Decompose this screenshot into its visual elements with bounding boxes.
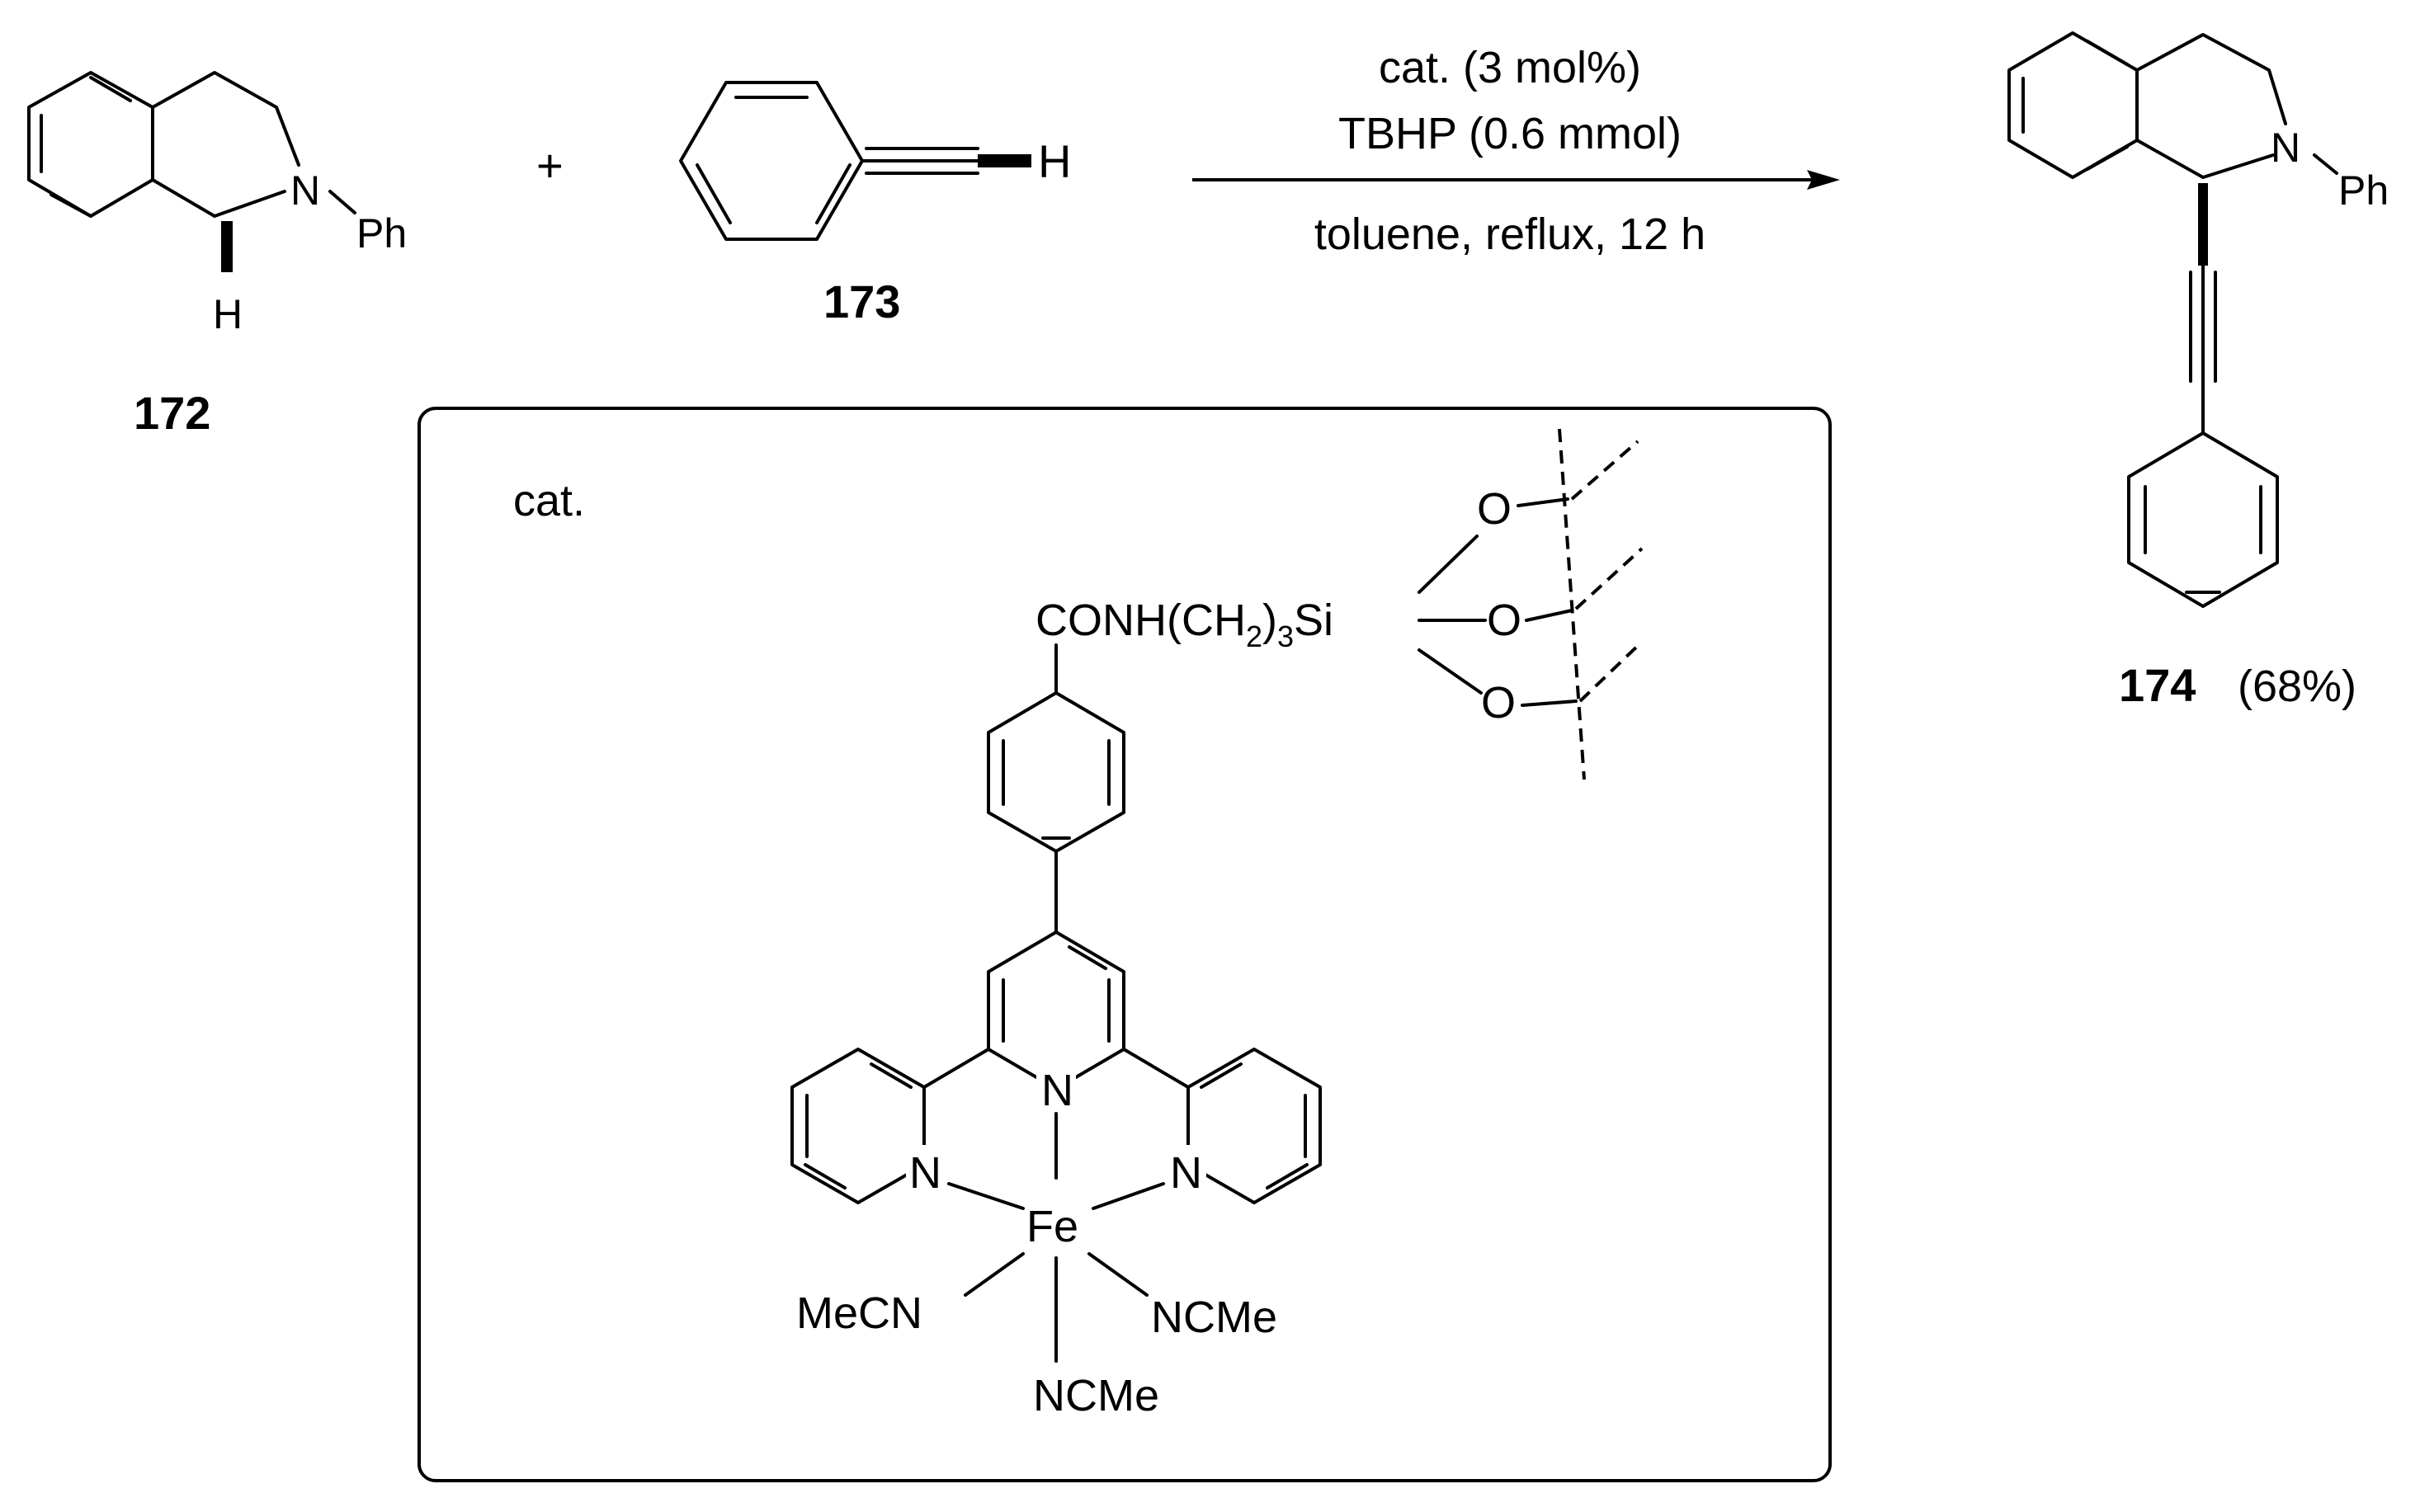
right-pyridine-ring [1186,1048,1322,1204]
h-atom-173: H [1038,135,1071,187]
surface-dash-top [1570,440,1639,501]
linker-text: CONH(CH2)3Si [1035,596,1333,653]
inner-bond-173c [696,163,732,224]
saturated-ring-172b [151,178,286,218]
oxygen-atom-mid: O [1487,596,1521,645]
o-surface-bond-top [1517,497,1569,507]
inner-bond-pyr-c [1068,945,1107,970]
benzene-ring-174 [2007,31,2139,179]
inner-bond-lpyr-b [870,1062,913,1089]
surface-dash-mid [1574,547,1644,610]
fe-n-bond-left [947,1182,1025,1210]
inner-bond-lpyr-c [804,1163,847,1189]
inner-bond-173b [815,163,851,224]
n-ph-bond-172 [328,190,356,214]
arrow-head [1807,170,1840,190]
inner-bond-174c [2086,145,2129,171]
ph-substituent-174: Ph [2338,167,2389,214]
inner-bond-172b [50,193,92,218]
n-ph-bond-174 [2313,153,2338,175]
left-n-mask [906,1145,946,1188]
o-surface-bond-bottom [1521,699,1578,707]
compound-number-174: 174 [2119,659,2196,711]
iron-atom: Fe [1026,1202,1078,1251]
catalyst-box: cat. CONH(CH2)3Si O O O N [417,407,1832,1482]
catalyst-label: cat. [513,476,585,525]
ph-substituent-172: Ph [356,210,407,257]
si-o-bond-bottom [1418,648,1483,695]
compound-number-173: 173 [823,276,900,327]
central-pyridine-n: N [1041,1066,1073,1115]
compound-number-172: 172 [134,387,210,439]
conditions-line-1: cat. (3 mol%) [1379,43,1641,92]
inner-bond-172c [89,76,132,102]
catalyst-box-frame [417,407,1832,1482]
phenylene-ring [987,691,1125,853]
left-pyridine-n: N [909,1148,941,1198]
reactant-173-structure: H 173 [679,81,1071,327]
product-174-structure: N Ph 174 (68%) [2007,31,2389,711]
plus-sign: + [536,139,564,191]
ligand-mecn: MeCN [796,1288,922,1338]
phenyl-ring-174 [2127,431,2279,608]
fe-ligand-bond-left [964,1252,1025,1297]
conditions-line-3: toluene, reflux, 12 h [1314,210,1705,259]
oxygen-atom-top: O [1477,484,1512,534]
ligand-ncme-right: NCMe [1151,1293,1277,1342]
yield-174: (68%) [2238,662,2356,711]
inner-bond-rpyr-c [1266,1163,1309,1189]
right-n-mask [1167,1145,1206,1188]
o-surface-bond-mid [1525,609,1573,622]
reaction-arrow-group: cat. (3 mol%) TBHP (0.6 mmol) toluene, r… [1192,43,1840,259]
fe-n-bond-right [1092,1182,1165,1210]
benzene-ring-172 [27,71,154,218]
left-pyr-link [922,1048,990,1089]
central-n-mask [1036,1066,1076,1107]
n-atom-174: N [2271,125,2300,171]
h-atom-172: H [213,291,243,337]
right-pyr-link [1122,1048,1190,1089]
saturated-ring-174b [2135,139,2275,179]
surface-dash-bottom [1578,640,1644,703]
inner-bond-174b [2086,40,2129,66]
oxygen-atom-bottom: O [1481,678,1516,728]
fe-ligand-bond-right [1087,1252,1149,1297]
reactant-172-structure: N Ph H 172 [27,71,407,439]
left-pyridine-ring [790,1048,926,1204]
n-atom-172: N [290,167,320,214]
ligand-ncme-bottom: NCMe [1033,1371,1159,1420]
saturated-ring-172 [151,71,300,167]
saturated-ring-174 [2135,33,2287,125]
benzene-ring-173 [679,81,864,241]
inner-bond-rpyr-b [1200,1062,1243,1089]
silica-surface-dashed [1558,428,1586,780]
conditions-line-2: TBHP (0.6 mmol) [1338,109,1682,158]
right-pyridine-n: N [1170,1148,1202,1198]
si-o-bond-top [1418,535,1479,594]
